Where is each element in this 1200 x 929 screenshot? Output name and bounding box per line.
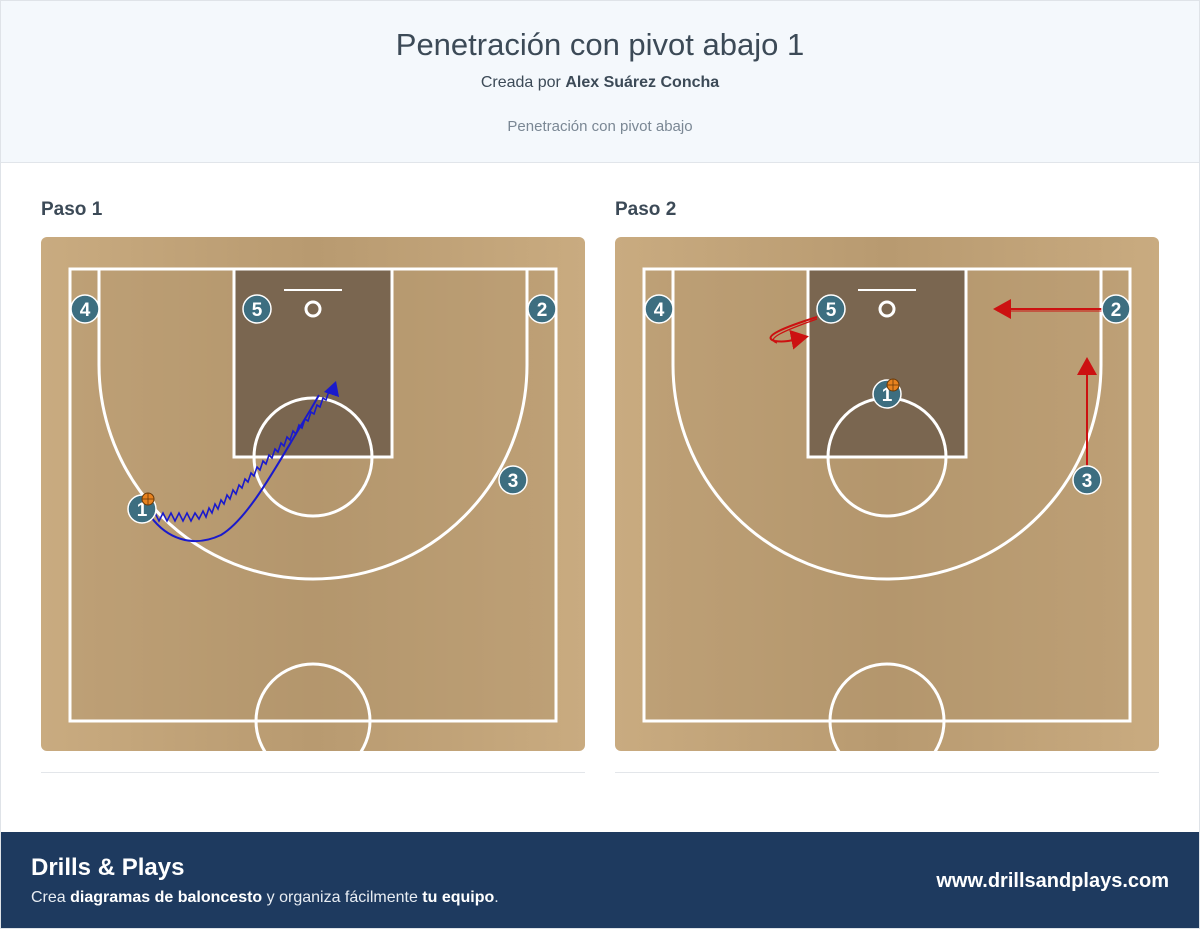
center-circle: [828, 662, 946, 751]
player-3[interactable]: 3: [498, 465, 528, 495]
svg-text:4: 4: [80, 300, 91, 321]
player-1[interactable]: 1: [872, 378, 902, 409]
svg-text:2: 2: [1111, 300, 1122, 321]
tagline-part-5: .: [494, 889, 499, 906]
byline-prefix: Creada por: [480, 74, 561, 91]
footer: Drills & Plays Crea diagramas de balonce…: [1, 832, 1199, 928]
tagline-part-4: tu equipo: [422, 889, 495, 906]
svg-text:3: 3: [1082, 471, 1093, 492]
player-3[interactable]: 3: [1072, 465, 1102, 495]
three-point-line: [671, 269, 1103, 581]
hoop: [878, 300, 896, 318]
player-1[interactable]: 1: [127, 492, 157, 524]
footer-site-link[interactable]: www.drillsandplays.com: [936, 870, 1169, 892]
svg-text:4: 4: [654, 300, 665, 321]
dribble-zigzag: [150, 380, 340, 523]
byline: Creada por Alex Suárez Concha: [1, 74, 1199, 92]
tagline-part-1: Crea: [31, 889, 66, 906]
svg-text:1: 1: [882, 385, 893, 406]
dribble-path: [150, 394, 320, 543]
court-diagram-1: 4 5 2 3 1: [41, 237, 585, 751]
player-5[interactable]: 5: [242, 294, 272, 324]
center-circle: [254, 662, 372, 751]
basketball-icon: [141, 492, 155, 506]
court-step-1: 4 5 2 3 1: [41, 237, 585, 751]
svg-text:1: 1: [137, 500, 148, 521]
court-diagram-2: 4 5 2 3 1: [615, 237, 1159, 751]
footer-brand[interactable]: Drills & Plays: [31, 854, 185, 881]
three-point-line: [97, 269, 529, 581]
hoop: [304, 300, 322, 318]
footer-tagline: Crea diagramas de baloncesto y organiza …: [31, 889, 499, 907]
step-2-divider: [615, 772, 1159, 773]
play-description: Penetración con pivot abajo: [507, 118, 693, 135]
svg-text:2: 2: [537, 300, 548, 321]
svg-text:3: 3: [508, 471, 519, 492]
author-name[interactable]: Alex Suárez Concha: [565, 74, 720, 91]
player-2[interactable]: 2: [1101, 294, 1131, 324]
basketball-icon: [886, 378, 900, 392]
header: Penetración con pivot abajo 1 Creada por…: [1, 1, 1199, 163]
court-boundary: [642, 267, 1132, 723]
court-step-2: 4 5 2 3 1: [615, 237, 1159, 751]
tagline-part-2: diagramas de baloncesto: [70, 889, 263, 906]
player-4[interactable]: 4: [644, 294, 674, 324]
player-5[interactable]: 5: [816, 294, 846, 324]
free-throw-circle: [252, 396, 374, 518]
step-1-title: Paso 1: [41, 199, 103, 220]
player-2[interactable]: 2: [527, 294, 557, 324]
svg-text:5: 5: [252, 300, 263, 321]
cut-path-player-5: [769, 316, 818, 350]
step-1-divider: [41, 772, 585, 773]
svg-text:5: 5: [826, 300, 837, 321]
court-boundary: [68, 267, 558, 723]
step-2-title: Paso 2: [615, 199, 677, 220]
page-title: Penetración con pivot abajo 1: [395, 27, 805, 62]
player-4[interactable]: 4: [70, 294, 100, 324]
tagline-part-3: y organiza fácilmente: [266, 889, 418, 906]
